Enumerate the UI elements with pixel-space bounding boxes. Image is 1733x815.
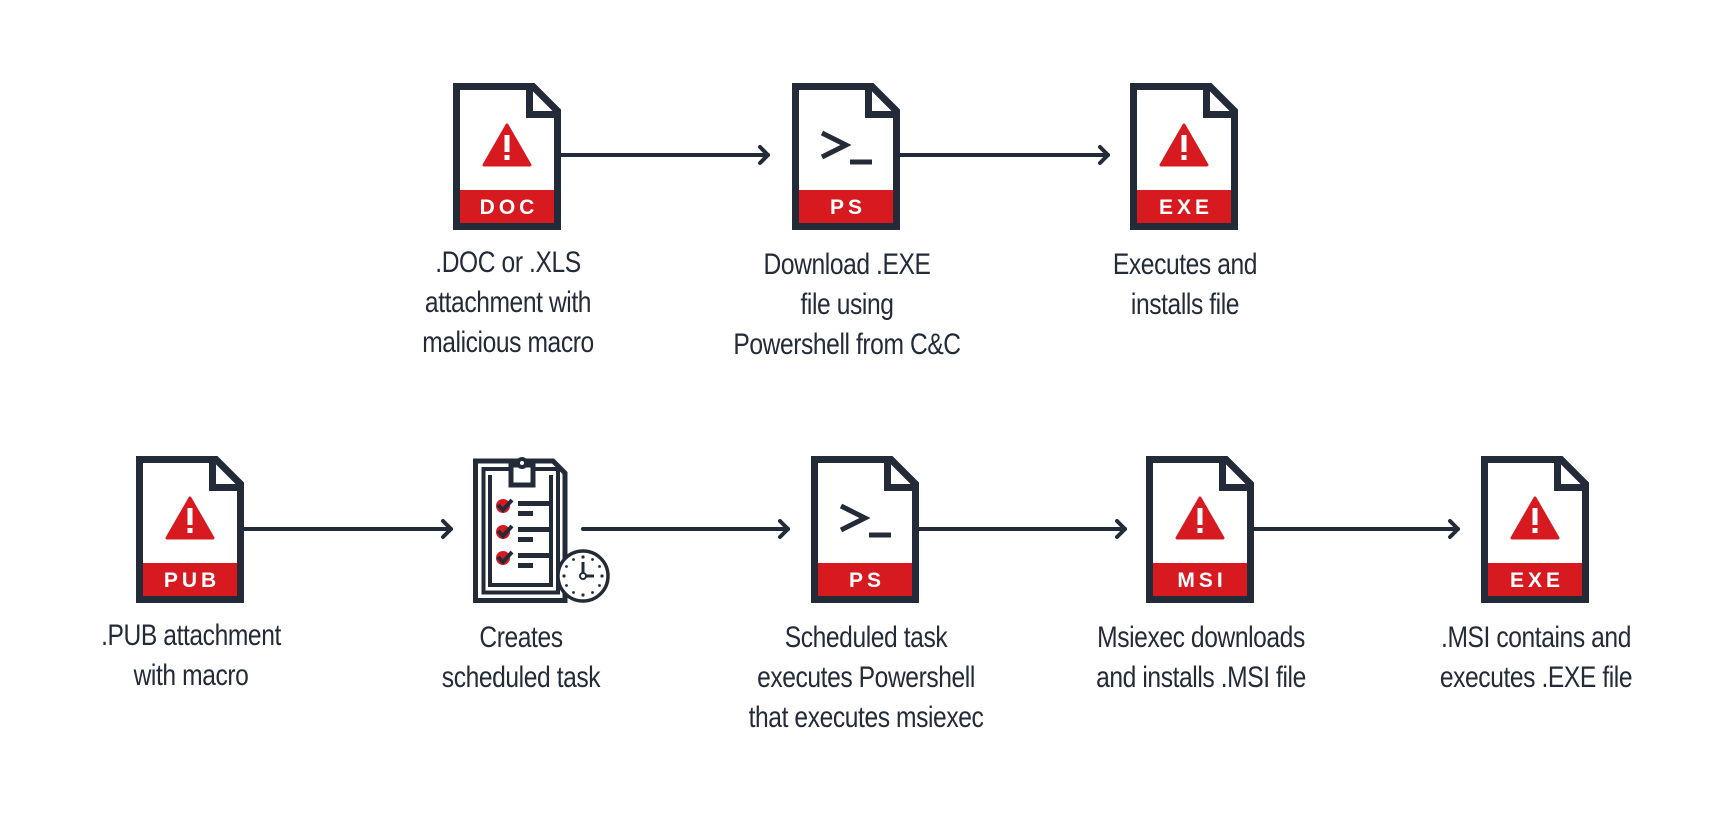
alert-triangle-icon [1175, 496, 1225, 540]
file-type-tag: PS [830, 196, 866, 219]
arrow-doc-to-ps [559, 145, 770, 165]
warning-file-icon: MSI [1146, 456, 1254, 603]
arrow-ps-to-exe [898, 145, 1110, 165]
arrow-task-to-ps [581, 519, 790, 539]
file-type-tag: PUB [164, 569, 220, 592]
powershell-file-icon: PS [792, 83, 900, 230]
warning-file-icon: PUB [136, 456, 244, 603]
scheduled-task-clipboard-icon [473, 457, 610, 603]
terminal-prompt-icon [820, 130, 872, 165]
warning-file-icon: EXE [1130, 83, 1238, 230]
alert-triangle-icon [165, 496, 215, 540]
alert-triangle-icon [482, 123, 532, 167]
terminal-prompt-icon [839, 503, 891, 538]
step-label: .DOC or .XLS attachment with malicious m… [422, 246, 594, 359]
step-label: .MSI contains and executes .EXE file [1439, 621, 1633, 694]
step-label: Download .EXE file using Powershell from… [733, 248, 961, 361]
arrow-msi-to-exe [1252, 519, 1460, 539]
step-label: Msiexec downloads and installs .MSI file [1096, 621, 1306, 694]
clock-icon [556, 549, 610, 603]
warning-file-icon: DOC [453, 83, 561, 230]
arrow-ps-to-msi [917, 519, 1127, 539]
arrow-pub-to-task [242, 519, 453, 539]
warning-file-icon: EXE [1481, 456, 1589, 603]
step-label: Executes and installs file [1112, 248, 1258, 321]
checklist-icon [496, 498, 549, 568]
file-type-tag: EXE [1510, 569, 1564, 592]
powershell-file-icon: PS [811, 456, 919, 603]
alert-triangle-icon [1159, 123, 1209, 167]
file-type-tag: PS [849, 569, 885, 592]
file-type-tag: DOC [480, 196, 539, 219]
file-type-tag: EXE [1159, 196, 1213, 219]
file-type-tag: MSI [1177, 569, 1226, 592]
alert-triangle-icon [1510, 496, 1560, 540]
step-label: .PUB attachment with macro [101, 619, 281, 692]
step-label: Scheduled task executes Powershell that … [748, 621, 984, 734]
step-label: Creates scheduled task [441, 621, 601, 694]
